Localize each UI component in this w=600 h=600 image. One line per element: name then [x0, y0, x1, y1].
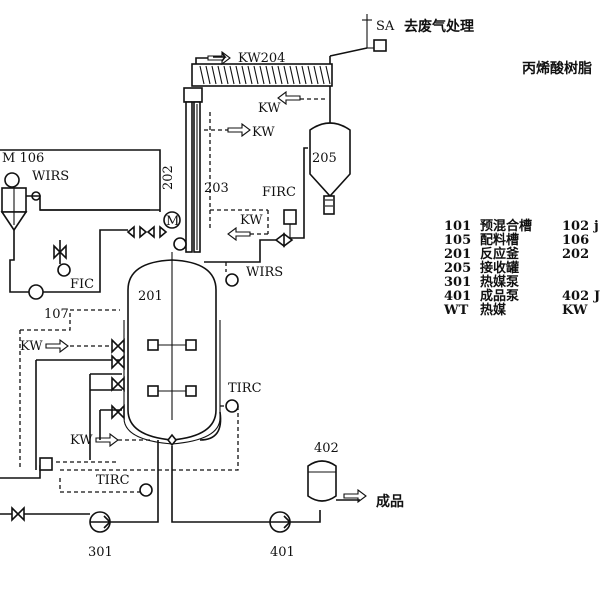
- offgas-vent: SA 去废气处理: [329, 14, 474, 57]
- legend-name-2: j: [593, 219, 599, 234]
- firc-tag: FIRC: [262, 185, 296, 200]
- n301-tag: 301: [88, 545, 113, 560]
- legend-code: 201: [444, 247, 471, 262]
- legend-name: 热媒泵: [480, 274, 519, 290]
- reactor-jacket-lines: 107 KW KW: [19, 307, 150, 470]
- reactor-201: 201: [123, 252, 221, 447]
- n401-tag: 401: [270, 545, 295, 560]
- legend-name: 预混合槽: [480, 218, 532, 234]
- n202-tag: 202: [161, 165, 176, 190]
- tank-106: M 106 WIRS: [0, 149, 161, 293]
- legend-code-2: 402: [562, 289, 589, 304]
- condenser-204: KW204 KW: [191, 50, 333, 130]
- legend-code: 401: [444, 289, 471, 304]
- legend-name: 反应釜: [480, 246, 520, 262]
- n203-tag: 203: [204, 181, 229, 196]
- legend-code: 205: [444, 261, 471, 276]
- legend-code: 301: [444, 275, 471, 290]
- legend-code: 101: [444, 219, 471, 234]
- legend-name-2: J: [593, 289, 600, 304]
- tirc-201-loop: TIRC: [60, 381, 262, 471]
- legend-code-2: KW: [562, 303, 588, 318]
- kw-top-tag: KW: [252, 125, 275, 140]
- kw-203-tag: KW: [240, 213, 263, 228]
- legend-code: 105: [444, 233, 471, 248]
- wirs-201-tag: WIRS: [246, 265, 283, 280]
- hot-oil-301: TIRC 301: [0, 440, 159, 560]
- legend-name: 接收罐: [480, 260, 519, 276]
- kw-side-tag: KW: [20, 339, 43, 354]
- n402-tag: 402: [314, 441, 339, 456]
- tirc-301-tag: TIRC: [96, 473, 130, 488]
- offgas-label: 去废气处理: [404, 18, 474, 35]
- sa-tag: SA: [376, 19, 395, 34]
- legend-code: WT: [443, 303, 469, 318]
- tirc-201-tag: TIRC: [228, 381, 262, 396]
- fic-tag: FIC: [70, 277, 94, 292]
- legend-code-2: 102: [562, 219, 589, 234]
- svg-text:M: M: [166, 214, 179, 229]
- wirs-106-tag: WIRS: [32, 169, 69, 184]
- legend-name: 配料槽: [480, 232, 519, 248]
- m106-tag: M 106: [2, 151, 44, 166]
- legend-code-2: 106: [562, 233, 589, 248]
- legend-code-2: 202: [562, 247, 589, 262]
- n205-tag: 205: [312, 151, 337, 166]
- product-line: 401 402 成品: [171, 441, 404, 560]
- feed-line-106: FIC: [28, 229, 128, 300]
- kw-bottom-tag: KW: [70, 433, 93, 448]
- legend-name: 成品泵: [480, 288, 519, 304]
- receiver-205: 205: [282, 122, 351, 239]
- firc-loop: FIRC WIRS: [204, 185, 297, 287]
- n201-tag: 201: [138, 289, 163, 304]
- legend-name: 热媒: [480, 302, 507, 318]
- diagram-title: 丙烯酸树脂: [522, 60, 592, 77]
- column-202-203: 202 203 KW KW: [161, 87, 275, 253]
- kw204-tag: KW204: [238, 51, 285, 66]
- product-label: 成品: [376, 493, 404, 510]
- legend: 101 预混合槽 102 j 105 配料槽 106 201 反应釜 202 205 接收罐 301 热媒…: [443, 218, 600, 318]
- kw-cond-tag: KW: [258, 101, 281, 116]
- n107-tag: 107: [44, 307, 69, 322]
